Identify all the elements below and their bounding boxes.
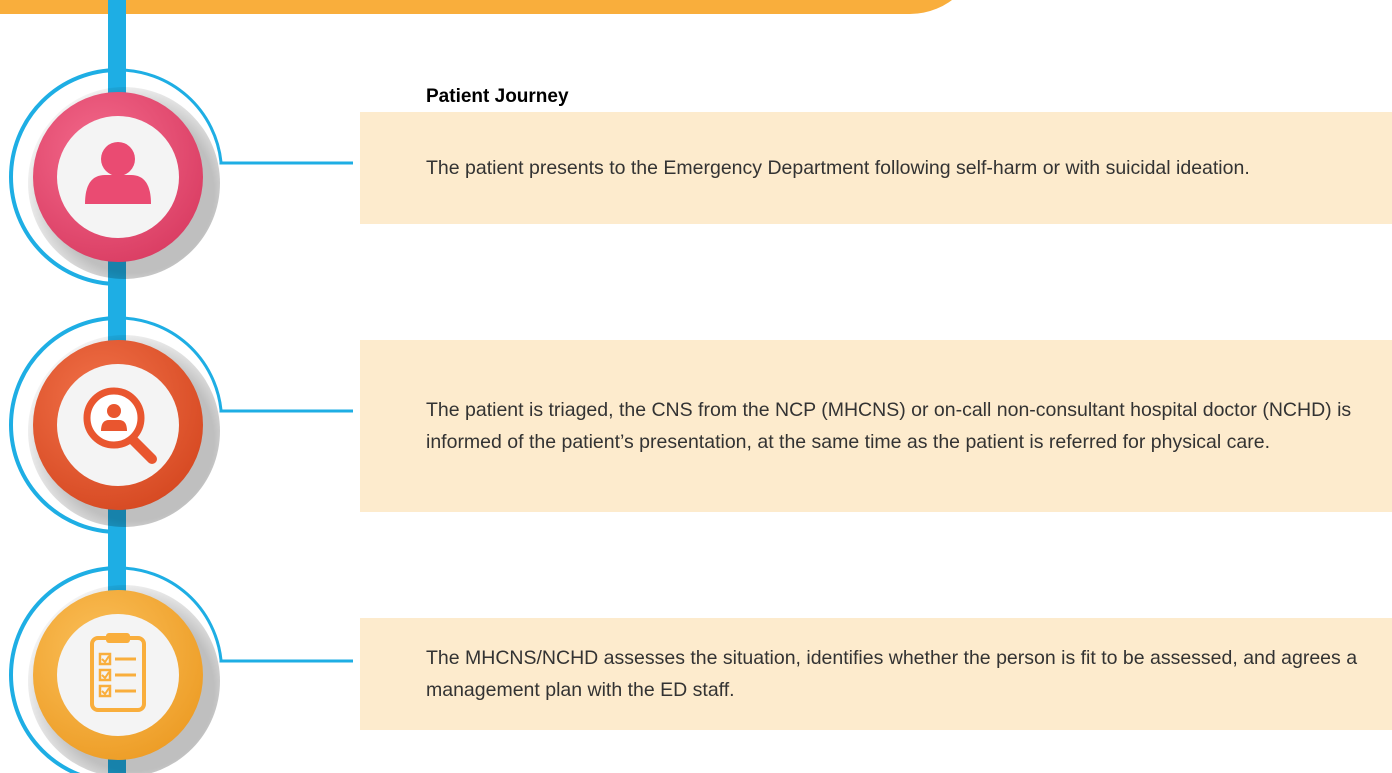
checklist-clipboard-icon xyxy=(90,633,146,712)
step-1-node xyxy=(0,62,360,312)
top-banner xyxy=(0,0,980,14)
step-1-box: The patient presents to the Emergency De… xyxy=(360,112,1392,224)
step-2-node xyxy=(0,310,360,560)
step-2-text: The patient is triaged, the CNS from the… xyxy=(426,399,1352,453)
person-icon xyxy=(85,142,151,204)
step-3-box: The MHCNS/NCHD assesses the situation, i… xyxy=(360,618,1392,730)
step-1-text: The patient presents to the Emergency De… xyxy=(426,157,1250,179)
magnifier-person-icon xyxy=(83,387,157,464)
step-3-node xyxy=(0,560,360,773)
step-2-box: The patient is triaged, the CNS from the… xyxy=(360,340,1392,512)
page-title: Patient Journey xyxy=(426,86,569,107)
step-3-text: The MHCNS/NCHD assesses the situation, i… xyxy=(426,647,1358,701)
